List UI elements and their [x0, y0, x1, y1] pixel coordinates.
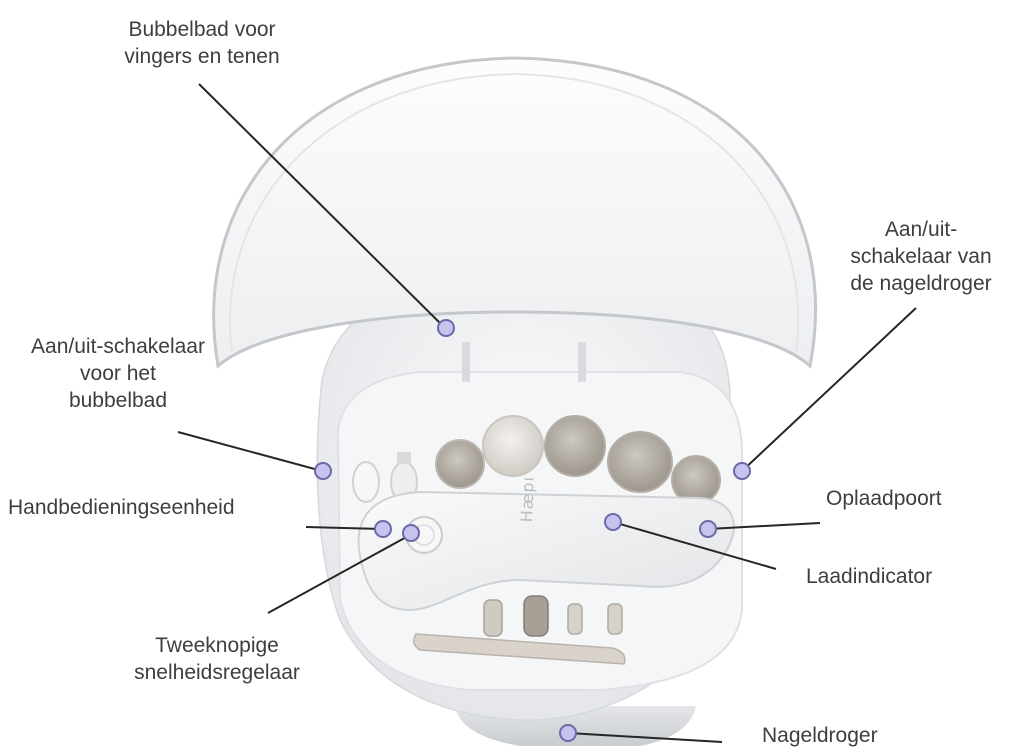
marker-bubbelbad-schakelaar: [315, 463, 331, 479]
label-line: vingers en tenen: [97, 43, 307, 70]
marker-bubbelbad: [438, 320, 454, 336]
label-handbediening: Handbedieningseenheid: [8, 494, 235, 521]
label-bubbelbad-schakelaar: Aan/uit-schakelaar voor het bubbelbad: [8, 333, 228, 414]
label-line: Tweeknopige: [112, 632, 322, 659]
marker-oplaadpoort: [700, 521, 716, 537]
label-line: schakelaar van: [826, 243, 1016, 270]
label-line: Oplaadpoort: [826, 485, 942, 512]
lid-hinge: [462, 342, 470, 382]
marker-laadindicator: [605, 514, 621, 530]
label-bubbelbad: Bubbelbad voor vingers en tenen: [97, 16, 307, 70]
marker-handbediening: [375, 521, 391, 537]
marker-nageldroger: [560, 725, 576, 741]
brand-logo: Hæpı: [517, 476, 538, 523]
label-oplaadpoort: Oplaadpoort: [826, 485, 942, 512]
label-laadindicator: Laadindicator: [806, 563, 932, 590]
label-line: snelheidsregelaar: [112, 659, 322, 686]
label-nageldroger-schakelaar: Aan/uit- schakelaar van de nageldroger: [826, 216, 1016, 297]
label-line: voor het: [8, 360, 228, 387]
label-line: Handbedieningseenheid: [8, 494, 235, 521]
marker-snelheidsregelaar: [403, 525, 419, 541]
label-nageldroger: Nageldroger: [762, 722, 878, 749]
label-line: bubbelbad: [8, 387, 228, 414]
lid-hinge: [578, 342, 586, 382]
label-line: Laadindicator: [806, 563, 932, 590]
label-line: Bubbelbad voor: [97, 16, 307, 43]
marker-nageldroger-schakelaar: [734, 463, 750, 479]
label-line: Aan/uit-: [826, 216, 1016, 243]
label-line: Aan/uit-schakelaar: [8, 333, 228, 360]
label-line: de nageldroger: [826, 270, 1016, 297]
leader-line: [178, 432, 322, 471]
label-line: Nageldroger: [762, 722, 878, 749]
label-snelheidsregelaar: Tweeknopige snelheidsregelaar: [112, 632, 322, 686]
